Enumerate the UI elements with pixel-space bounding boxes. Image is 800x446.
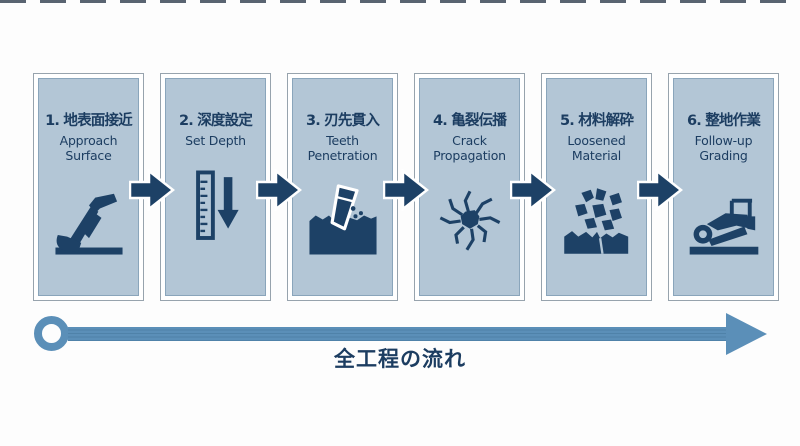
step-panel-5: 5. 材料解砕 Loosened Material [541,73,652,301]
step-4-subtitle: Crack Propagation [433,132,506,163]
flow-arrow-line [68,327,728,341]
step-panel-6: 6. 整地作業 Follow-up Grading [668,73,779,301]
flow-start-node [34,316,69,351]
step-6-title: 6. 整地作業 [686,113,761,129]
step-6-subtitle: Follow-up Grading [694,132,753,163]
step-panel-1: 1. 地表面接近 Approach Surface [33,73,144,301]
top-dashed-border [0,0,800,3]
crack-propagation-icon [439,190,500,251]
flow-label: 全工程の流れ [334,347,466,371]
rock-fragments-icon [563,187,628,254]
grader-icon [689,198,758,255]
step-1-subtitle: Approach Surface [59,132,118,163]
step-connector-arrow-4 [510,168,556,212]
step-5-title: 5. 材料解砕 [559,113,634,129]
step-panel-3: 3. 刃先貫入 Teeth Penetration [287,73,398,301]
flow-arrowhead-icon [726,313,767,355]
step-3-subtitle: Teeth Penetration [307,132,378,163]
step-connector-arrow-3 [383,168,429,212]
step-2-subtitle: Set Depth [185,132,246,148]
step-2-title: 2. 深度設定 [178,113,253,129]
step-panel-4: 4. 亀裂伝播 Crack Propagation [414,73,525,301]
step-4-title: 4. 亀裂伝播 [432,113,507,129]
step-connector-arrow-1 [129,168,175,212]
step-connector-arrow-5 [637,168,683,212]
step-1-title: 1. 地表面接近 [45,113,133,129]
step-5-subtitle: Loosened Material [567,132,626,163]
step-connector-arrow-2 [256,168,302,212]
step-3-title: 3. 刃先貫入 [305,113,380,129]
depth-ruler-icon [195,170,239,240]
tooth-penetration-icon [308,184,377,255]
step-panel-2: 2. 深度設定 Set Depth [160,73,271,301]
excavator-icon [54,193,123,255]
